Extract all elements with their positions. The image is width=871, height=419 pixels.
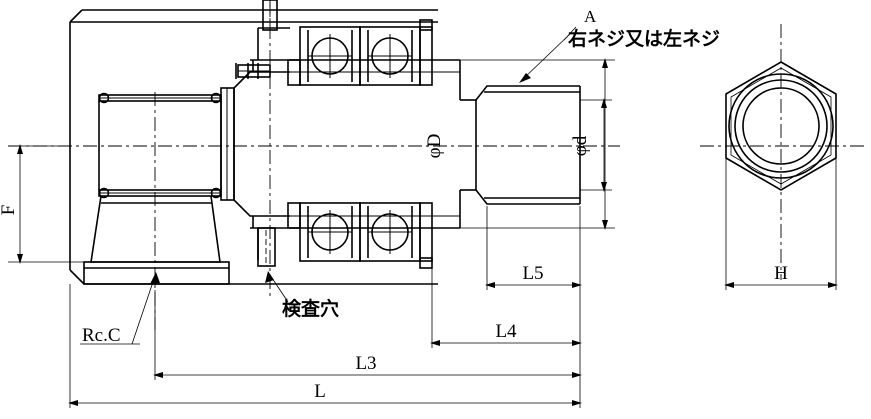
thread-tag-A: A xyxy=(584,7,597,26)
tap-callout-label: Rc.C xyxy=(82,325,121,346)
dimension-L3: L3 xyxy=(153,290,582,380)
tap-callout: Rc.C xyxy=(80,272,160,346)
dimension-H: H xyxy=(724,158,838,290)
dimension-label-H: H xyxy=(774,263,788,284)
dimension-L5: L5 xyxy=(485,206,582,290)
dimension-label-phiD: φD xyxy=(424,134,445,159)
grease-nipple xyxy=(235,63,271,79)
dimension-L: L xyxy=(68,284,582,408)
thread-callout-text: 右ネジ又は左ネジ xyxy=(567,27,720,50)
dimension-F: F xyxy=(0,144,84,264)
threaded-nose xyxy=(459,60,581,228)
central-body xyxy=(220,0,460,267)
dimension-label-L4: L4 xyxy=(495,321,517,342)
hex-end-view xyxy=(725,61,837,191)
dimension-label-phid: φd xyxy=(570,135,591,156)
dimension-label-L3: L3 xyxy=(355,353,376,374)
dimension-phid: φd xyxy=(570,98,612,192)
dimension-label-L5: L5 xyxy=(522,263,543,284)
dimension-phiD: φD xyxy=(424,58,615,230)
dimension-label-F: F xyxy=(0,205,19,216)
upper-bearing-pack xyxy=(287,19,433,86)
center-lines xyxy=(8,0,866,330)
dimension-label-L: L xyxy=(314,381,326,402)
lower-bearing-pack xyxy=(287,202,433,269)
thread-callout: A 右ネジ又は左ネジ xyxy=(519,7,720,83)
inspection-hole-label: 検査穴 xyxy=(282,297,339,320)
inspection-hole-callout: 検査穴 xyxy=(265,271,339,320)
dimension-L4: L4 xyxy=(430,268,582,348)
